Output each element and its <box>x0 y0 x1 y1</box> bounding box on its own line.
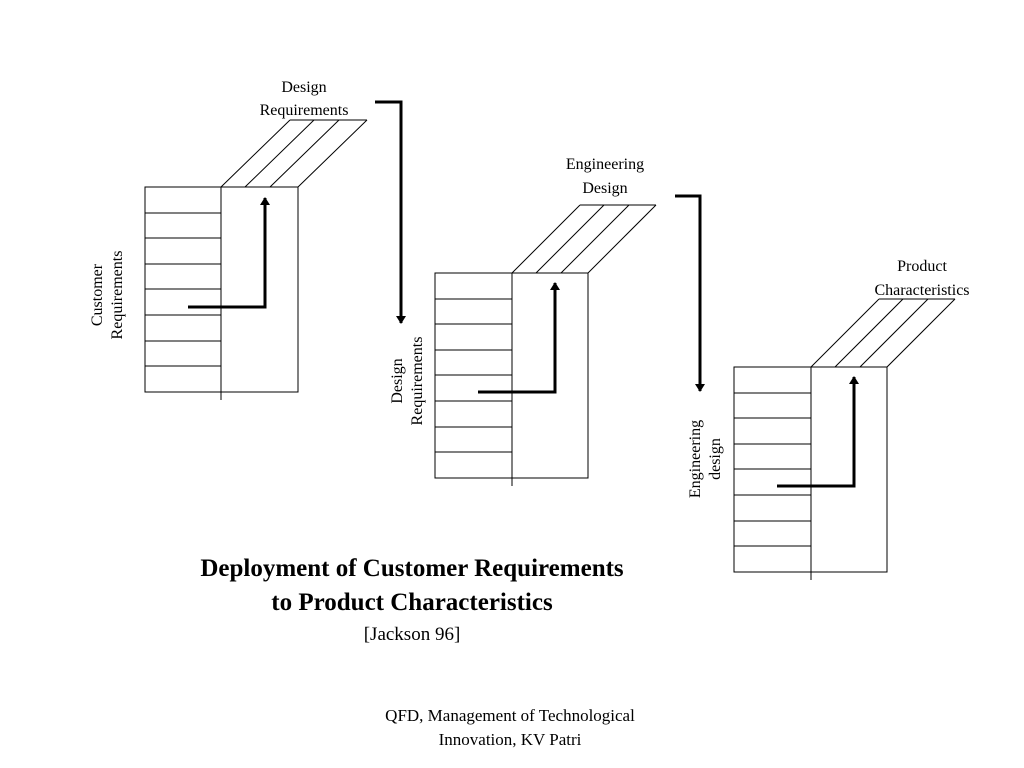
matrix-3-inner-arrow <box>777 376 859 488</box>
matrix-design-to-engineering <box>434 204 657 486</box>
matrix-3-top-label-line2: Characteristics <box>874 282 969 299</box>
matrix-engineering-to-product <box>733 298 956 580</box>
matrix-2-side-label-line2: Requirements <box>409 337 426 426</box>
matrix-2-side-label-line1: Design <box>389 358 406 403</box>
matrix-2-roof <box>511 204 657 274</box>
matrix-3-side-label-line1: Engineering <box>687 420 704 498</box>
footer-line1: QFD, Management of Technological <box>385 706 635 725</box>
diagram-title-line1: Deployment of Customer Requirements <box>200 555 624 582</box>
matrix-3-side-label: Engineering design <box>687 420 724 498</box>
connector-arrow-2-to-3 <box>675 194 705 392</box>
matrix-1-side-label-line1: Customer <box>89 263 106 326</box>
matrix-1-roof <box>220 119 368 188</box>
matrix-2-inner-arrow <box>478 282 560 394</box>
matrix-2-top-label-line2: Design <box>582 180 627 197</box>
diagram-citation: [Jackson 96] <box>363 624 461 645</box>
matrix-3-side-label-line2: design <box>707 438 724 480</box>
matrix-3-top-label-line1: Product <box>897 258 947 275</box>
matrix-customer-to-design <box>144 119 368 400</box>
matrix-1-top-label-line1: Design <box>281 79 326 96</box>
matrix-2-top-label-line1: Engineering <box>566 156 644 173</box>
connector-arrow-1-to-2 <box>375 100 406 324</box>
matrix-1-inner-arrow <box>188 197 270 309</box>
diagram-title-line2: to Product Characteristics <box>271 589 553 616</box>
matrix-2-side-label: Design Requirements <box>389 337 426 426</box>
matrix-1-side-label: Customer Requirements <box>89 251 126 340</box>
matrix-3-roof <box>810 298 956 368</box>
matrix-1-top-label-line2: Requirements <box>260 102 349 119</box>
matrix-1-side-label-line2: Requirements <box>109 251 126 340</box>
footer-line2: Innovation, KV Patri <box>438 730 582 749</box>
